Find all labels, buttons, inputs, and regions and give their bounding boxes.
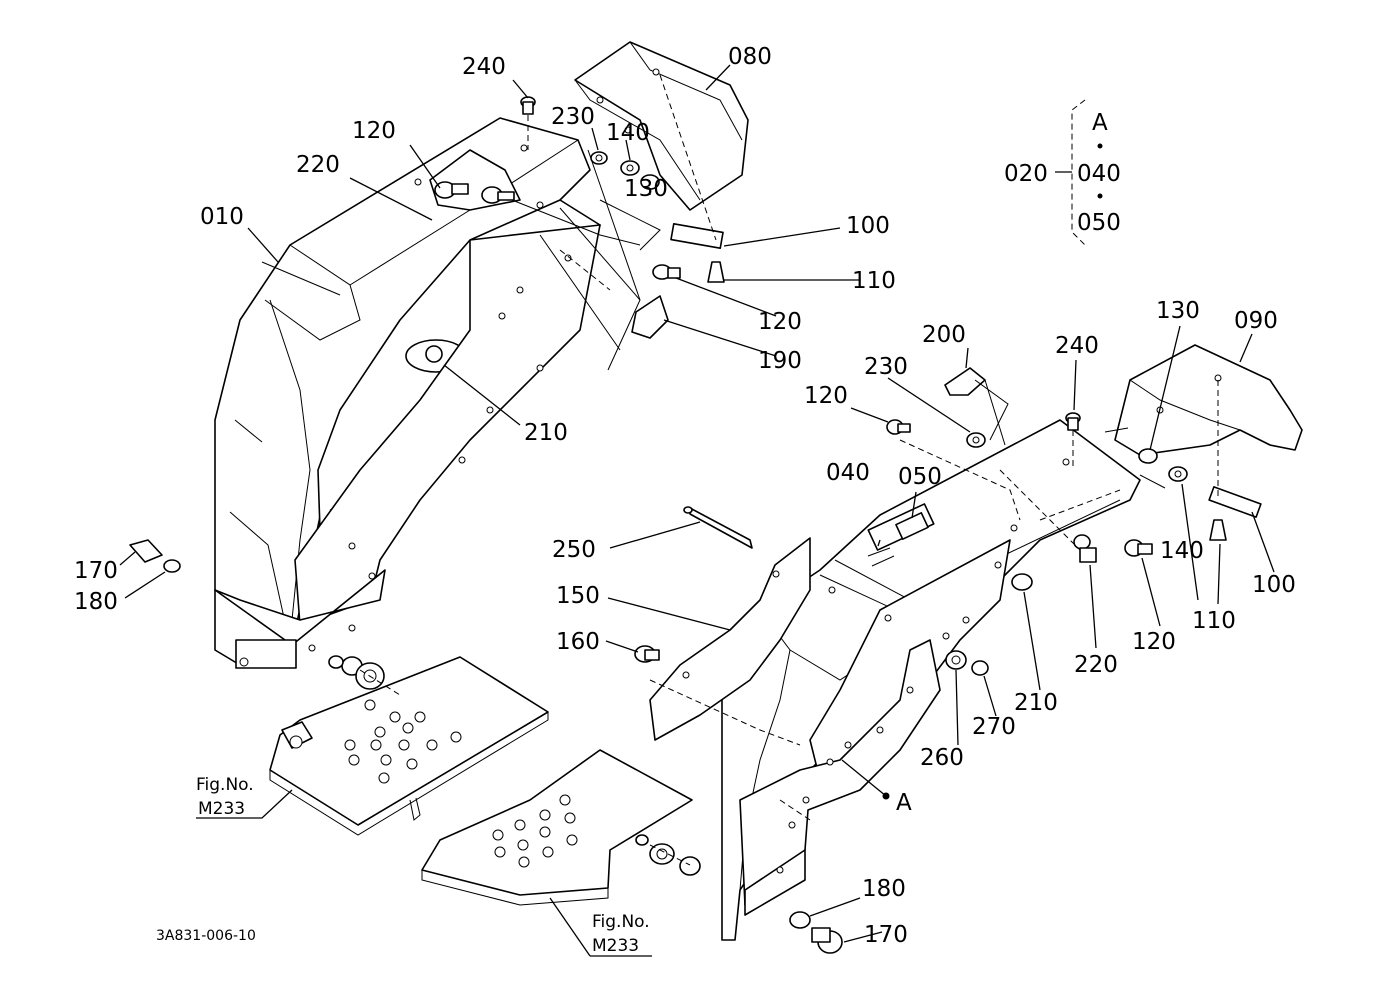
assembly-lines: [359, 74, 1219, 866]
callout-110: 110: [1192, 608, 1236, 634]
callout-100: 100: [846, 213, 890, 239]
callout-170: 170: [74, 558, 118, 584]
callout-120: 120: [758, 309, 802, 335]
callout-260: 260: [920, 745, 964, 771]
left-fender: [214, 117, 601, 669]
fig-label: Fig.No.: [592, 912, 650, 932]
callout-220: 220: [1074, 652, 1118, 678]
set-letter: A: [1092, 110, 1108, 136]
left-step-plate: [269, 656, 549, 836]
side-panel-150: [649, 537, 811, 741]
fig-label: Fig.No.: [196, 775, 254, 795]
reference-point-a: [882, 792, 890, 800]
callout-210: 210: [524, 420, 568, 446]
fig-ref-number: M233: [198, 799, 245, 819]
set-item-1: 040: [1077, 161, 1121, 187]
fig-reference-right: Fig.No. M233: [592, 912, 650, 956]
rear-cover-left: [574, 41, 749, 211]
right-step-plate: [421, 749, 701, 906]
callout-090: 090: [1234, 308, 1278, 334]
callout-080: 080: [728, 44, 772, 70]
callout-110: 110: [852, 268, 896, 294]
set-item-2: 050: [1077, 210, 1121, 236]
callout-190: 190: [758, 348, 802, 374]
callout-120: 120: [1132, 629, 1176, 655]
callout-a: A: [896, 790, 912, 816]
callout-140: 140: [606, 120, 650, 146]
callout-010: 010: [200, 204, 244, 230]
callout-040: 040: [826, 460, 870, 486]
callout-130: 130: [1156, 298, 1200, 324]
callout-200: 200: [922, 322, 966, 348]
step-holes-lower: [492, 794, 578, 868]
callout-210: 210: [1014, 690, 1058, 716]
callout-180: 180: [74, 589, 118, 615]
callout-170: 170: [864, 922, 908, 948]
right-hardware: [634, 367, 1262, 954]
callout-160: 160: [556, 629, 600, 655]
callout-150: 150: [556, 583, 600, 609]
callout-130: 130: [624, 176, 668, 202]
callout-220: 220: [296, 152, 340, 178]
callout-100: 100: [1252, 572, 1296, 598]
callout-240: 240: [462, 54, 506, 80]
fig-reference-left: Fig.No. M233: [196, 775, 254, 819]
callout-180: 180: [862, 876, 906, 902]
right-fender: [721, 419, 1141, 941]
callout-120: 120: [352, 118, 396, 144]
callout-270: 270: [972, 714, 1016, 740]
callout-230: 230: [551, 104, 595, 130]
fig-ref-number: M233: [592, 936, 639, 956]
step-holes-upper: [344, 699, 462, 784]
callout-050: 050: [898, 464, 942, 490]
callout-250: 250: [552, 537, 596, 563]
callout-140: 140: [1160, 538, 1204, 564]
callout-120: 120: [804, 383, 848, 409]
drawing-code: 3A831-006-10: [156, 928, 256, 944]
leader-lines: [119, 64, 1275, 957]
callout-240: 240: [1055, 333, 1099, 359]
rear-cover-right: [1114, 344, 1303, 456]
set-parent-number: 020: [1004, 161, 1048, 187]
callout-230: 230: [864, 354, 908, 380]
callout-labels: 240 080 230 140 120 220 010 130 100 110 …: [74, 44, 1296, 948]
set-box: A 020 040 050: [1004, 99, 1121, 246]
left-hardware: [129, 96, 725, 690]
